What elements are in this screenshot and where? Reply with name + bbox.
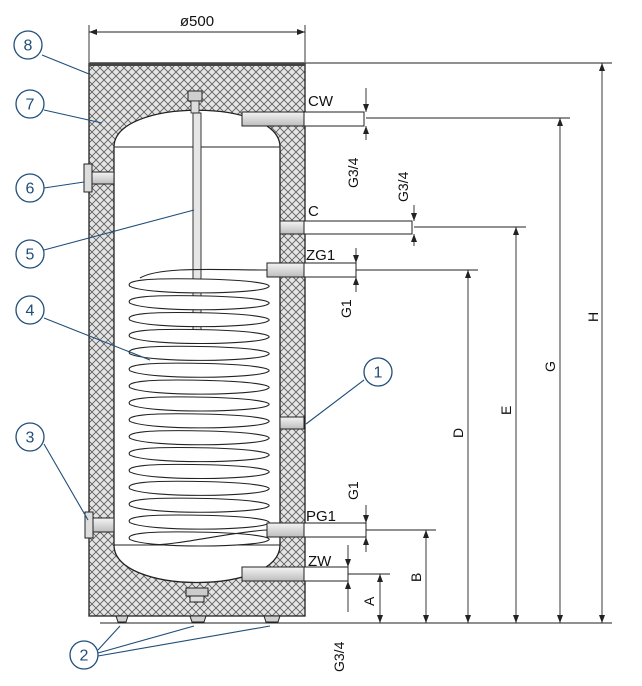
pipe-pg1 [266, 522, 367, 538]
label-pg1: PG1 [306, 508, 336, 525]
top-cap [89, 63, 305, 66]
bottom-drain [185, 587, 209, 603]
thread-foot-label: G3/4 [331, 641, 347, 672]
coil-lead-top [139, 268, 268, 279]
callout-1: 1 [363, 357, 393, 387]
svg-text:8: 8 [24, 38, 33, 55]
dim-g: G [366, 117, 570, 623]
coil-turn [128, 379, 270, 395]
svg-text:7: 7 [26, 97, 35, 114]
callout-2: 2 [69, 640, 99, 670]
svg-text:6: 6 [26, 181, 35, 198]
pipe-cw [241, 111, 365, 127]
dim-e: E [414, 226, 526, 623]
coil-turn [128, 278, 270, 294]
thread-foot: G3/4 [331, 545, 351, 672]
thread-zg1-label: G1 [338, 299, 354, 318]
callout-3: 3 [15, 422, 45, 452]
dim-h-label: H [585, 312, 601, 322]
heater-flange [84, 511, 115, 539]
pipe-zw [241, 566, 349, 582]
sensor-socket-1 [279, 416, 305, 430]
label-zw: ZW [308, 553, 332, 570]
diameter-dimension: ø500 [88, 13, 306, 62]
thread-zg1: G1 [338, 248, 359, 318]
svg-text:1: 1 [374, 365, 383, 382]
callout-7: 7 [15, 89, 45, 119]
dim-d: D [356, 269, 478, 623]
label-c: C [308, 203, 319, 220]
coil-turn [128, 446, 270, 463]
svg-text:2: 2 [80, 648, 89, 665]
callout-4: 4 [15, 295, 45, 325]
pipe-zg1 [266, 262, 357, 278]
coil-turn [128, 514, 270, 530]
thread-pg1: G1 [345, 481, 369, 552]
dim-e-label: E [498, 406, 514, 415]
label-cw: CW [308, 93, 334, 110]
pipe-c [279, 220, 413, 235]
dim-d-label: D [450, 428, 466, 438]
dim-a: A [348, 573, 390, 623]
dim-a-label: A [361, 596, 377, 606]
callout-6: 6 [15, 173, 45, 203]
dim-g-label: G [542, 361, 558, 372]
thread-c-label: G3/4 [395, 171, 411, 202]
thread-cw: G3/4 [345, 88, 369, 188]
coil-turn [128, 345, 270, 361]
callout-leaders [41, 54, 365, 657]
coil-turn [128, 311, 270, 328]
callout-5: 5 [15, 239, 45, 269]
coil-turn [128, 396, 270, 412]
svg-text:5: 5 [26, 247, 35, 264]
heating-coil [128, 268, 270, 547]
coil-turn [128, 430, 270, 446]
dim-b-label: B [408, 573, 424, 582]
feet [115, 615, 281, 623]
label-zg1: ZG1 [306, 247, 335, 264]
coil-turn [128, 480, 270, 496]
thread-cw-label: G3/4 [345, 157, 361, 188]
dim-b: B [366, 529, 436, 623]
dim-h: H [305, 62, 612, 623]
thermometer-socket [83, 163, 115, 193]
coil-turn [128, 463, 270, 480]
coil-turn [128, 328, 270, 345]
svg-text:3: 3 [26, 430, 35, 447]
diameter-label: ø500 [180, 13, 214, 30]
coil-turn [128, 362, 270, 378]
coil-turn [128, 295, 270, 311]
coil-turn [128, 497, 270, 513]
coil-lead-bottom [149, 529, 268, 546]
svg-text:4: 4 [26, 303, 35, 320]
coil-turn [128, 413, 270, 429]
thread-c: G3/4 [395, 171, 417, 246]
callout-8: 8 [13, 30, 43, 60]
thread-pg1-label: G1 [345, 481, 361, 500]
